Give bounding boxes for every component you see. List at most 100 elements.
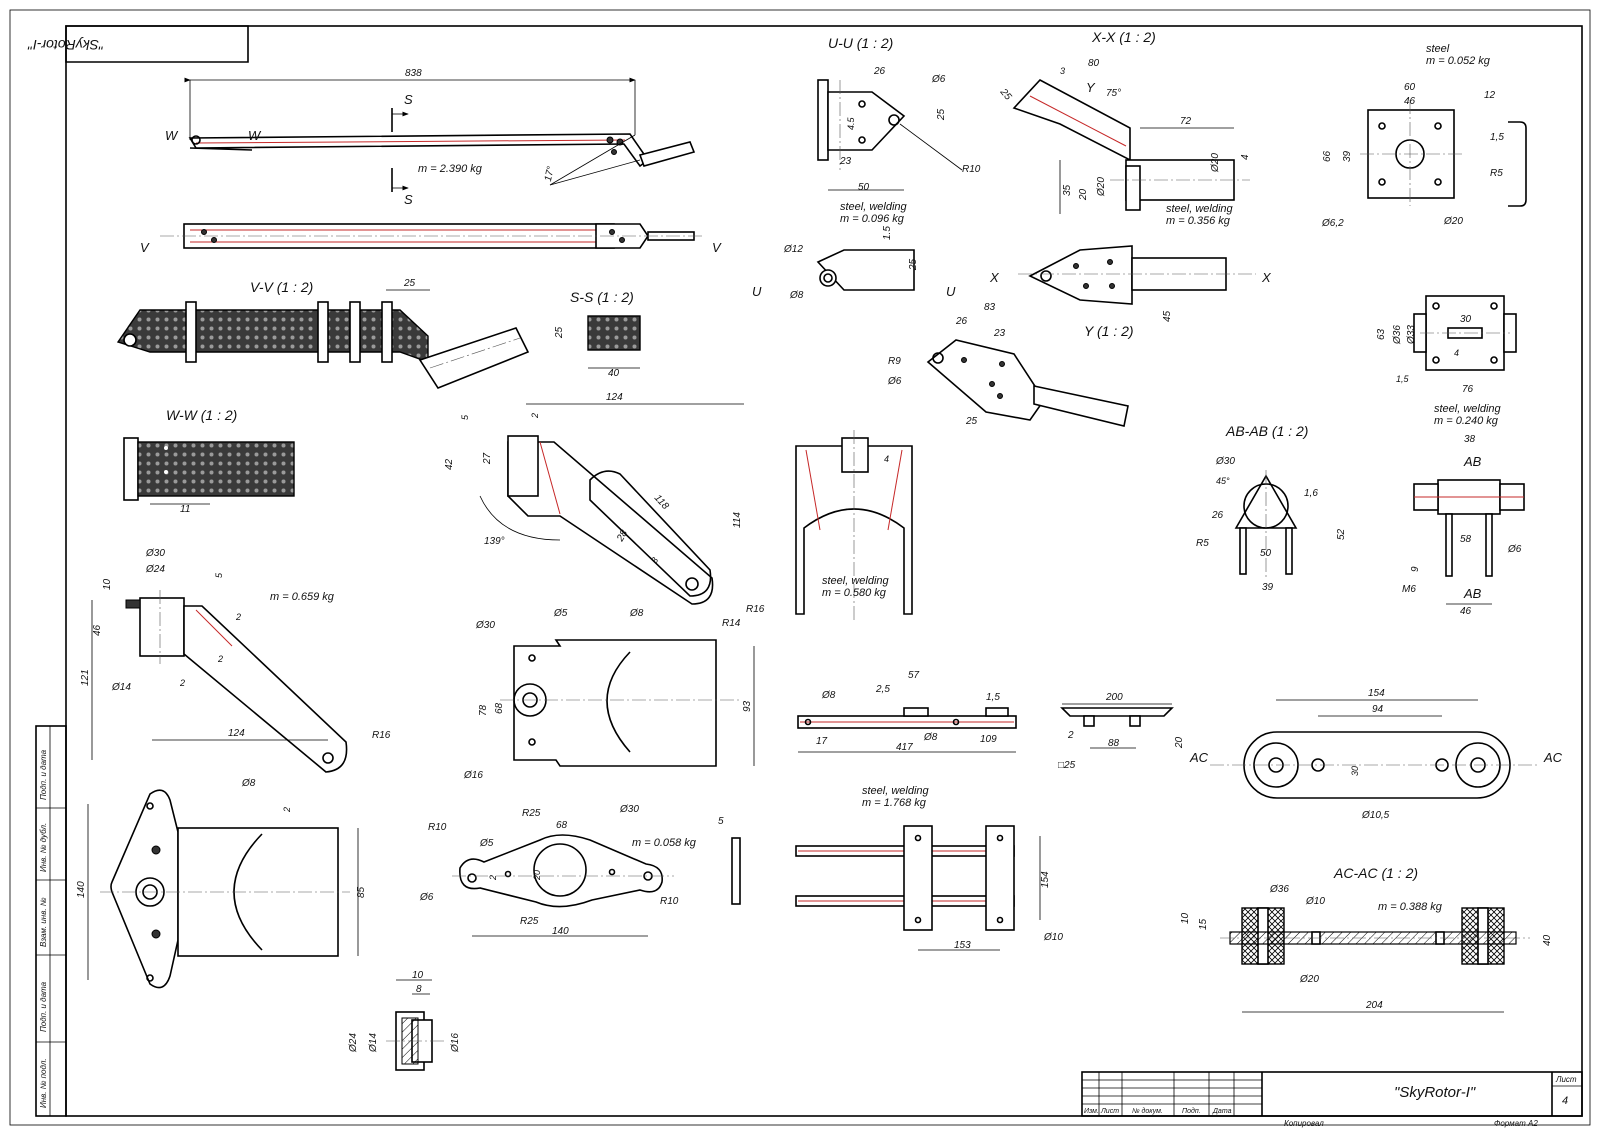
crank-d6: 121 (80, 669, 91, 686)
tube-d2: 2 (1067, 730, 1074, 741)
fork-d4: 68 (494, 702, 505, 714)
plate-d3: 66 (1322, 150, 1333, 162)
fork-d2: Ø5 (553, 608, 568, 619)
block-d3: Ø33 (1406, 325, 1417, 345)
bush-d5: Ø16 (450, 1033, 461, 1053)
yoke-d1: 140 (76, 881, 87, 898)
yy-d1: 83 (984, 302, 996, 313)
crank-d9: R16 (372, 730, 391, 741)
bracket-d10: 139° (484, 536, 505, 547)
tb-col-5: Дата (1212, 1108, 1232, 1115)
block-d2: Ø36 (1392, 325, 1403, 345)
block-d5: 4 (1454, 348, 1459, 358)
link-d12: 5 (718, 816, 724, 827)
fork-d5: Ø16 (463, 770, 483, 781)
bracket-d4: 42 (444, 458, 455, 470)
uu-d5: 23 (839, 156, 852, 167)
acac-mass: m = 0.388 kg (1378, 901, 1443, 913)
beam-d2: 94 (1372, 704, 1384, 715)
vv-title: V-V (1 : 2) (250, 279, 313, 295)
mirrored-title: "SkyRotor-I" (27, 37, 104, 53)
tb-copied: Копировал (1284, 1119, 1324, 1128)
xx-d6: 72 (1180, 116, 1192, 127)
rod-d1: Ø8 (821, 690, 836, 701)
arm-view: 838 17° m = 2.390 kg S S W W V V (140, 68, 722, 255)
bracket-d9: 3 (649, 556, 660, 565)
side-cell-3: Взам. инв. № (39, 897, 48, 947)
link-d10: 140 (552, 926, 569, 937)
xx-lbl-left: X (989, 270, 1000, 285)
rod-d6: Ø8 (923, 732, 938, 743)
acac-d6: Ø20 (1299, 974, 1319, 985)
arm-sec-w-right: W (248, 128, 262, 143)
section-uu: U-U (1 : 2) 26 Ø6 25 4.5 23 50 R10 steel… (817, 35, 981, 225)
rack-note1: steel, welding (862, 785, 930, 797)
rod-d5: 17 (816, 736, 828, 747)
tb-title: "SkyRotor-I" (1394, 1084, 1476, 1101)
plate-d6: Ø20 (1443, 216, 1463, 227)
abv-lbl-top: AB (1463, 454, 1482, 469)
inner-frame (65, 25, 1583, 1117)
link-d6: 20 (532, 870, 542, 881)
plate-d7: 12 (1484, 90, 1496, 101)
yy-d5: Ø6 (887, 376, 902, 387)
arm-dim-838: 838 (405, 68, 422, 79)
crank-d10: Ø8 (241, 778, 256, 789)
yy-d3: 23 (993, 328, 1006, 339)
acac-d5: 40 (1542, 934, 1553, 946)
link-mass: m = 0.058 kg (632, 837, 697, 849)
arm-sec-w-left: W (165, 128, 179, 143)
rack-d2: Ø10 (1043, 932, 1063, 943)
beam-lbl-left: AC (1189, 750, 1209, 765)
uu-note2: m = 0.096 kg (840, 213, 905, 225)
bracket-d8: 28 (615, 528, 631, 544)
block-view: 63 Ø36 Ø33 30 4 1,5 76 (1376, 295, 1517, 395)
tb-col-2: Лист (1100, 1108, 1119, 1115)
side-cell-1: Инв. № подл. (39, 1058, 48, 1108)
xx-note1: steel, welding (1166, 203, 1234, 215)
abab-d7: 52 (1336, 528, 1347, 540)
abv-d4: 9 (1410, 566, 1421, 572)
side-cell-5: Подп. и дата (39, 749, 48, 800)
rod-view: Ø8 2,5 57 1,5 17 Ø8 417 109 (797, 670, 1017, 753)
side-strip: Инв. № подл. Подп. и дата Взам. инв. № И… (35, 725, 67, 1117)
xx-d4: 75° (1106, 88, 1121, 99)
xx-d5: Y (1086, 80, 1096, 95)
uu-d6: 50 (858, 182, 870, 193)
bracket-d1: 124 (606, 392, 623, 403)
plate-d9: R5 (1490, 168, 1503, 179)
uclip-lbl-right: U (946, 284, 956, 299)
abab-d6: 50 (1260, 548, 1272, 559)
tb-sheet-no: 4 (1562, 1095, 1568, 1107)
ss-w: 40 (608, 368, 620, 379)
link-d9: R25 (520, 916, 539, 927)
bracket-d11: Ø8 (629, 608, 644, 619)
tb-format: Формат А2 (1494, 1119, 1538, 1128)
xx-d9: 35 (1062, 184, 1073, 196)
xx-d2: 25 (997, 86, 1014, 103)
link-view: R10 Ø5 R25 68 Ø30 20 2 Ø6 R25 140 R10 m … (419, 804, 741, 937)
rod-d2: 2,5 (875, 684, 890, 695)
uu-d3: 25 (936, 108, 947, 121)
bracket-d12: R14 (722, 618, 741, 629)
link-d1: R10 (428, 822, 447, 833)
plate-d1: 60 (1404, 82, 1416, 93)
plate-d5: Ø6,2 (1321, 218, 1344, 229)
tube-d3: 88 (1108, 738, 1120, 749)
xx-d11: Ø20 (1096, 177, 1107, 197)
ww-dim: 11 (180, 504, 190, 515)
outer-frame (9, 9, 1591, 1126)
block-d4: 30 (1460, 314, 1472, 325)
acac-title: AC-AC (1 : 2) (1333, 865, 1418, 881)
uclip-d3: 1.5 (882, 226, 893, 240)
plate-view: steel m = 0.052 kg 60 46 66 39 Ø6,2 Ø20 … (1321, 43, 1527, 229)
xx-d3: 3 (1060, 66, 1065, 76)
rack-d3: 153 (954, 940, 971, 951)
plate-note1: steel (1426, 43, 1450, 55)
plate-d4: 39 (1342, 150, 1353, 162)
fork-d6: 93 (742, 700, 753, 712)
xx-title: X-X (1 : 2) (1091, 29, 1156, 45)
bush-d3: Ø24 (348, 1033, 359, 1053)
bush-d2: 8 (416, 984, 422, 995)
